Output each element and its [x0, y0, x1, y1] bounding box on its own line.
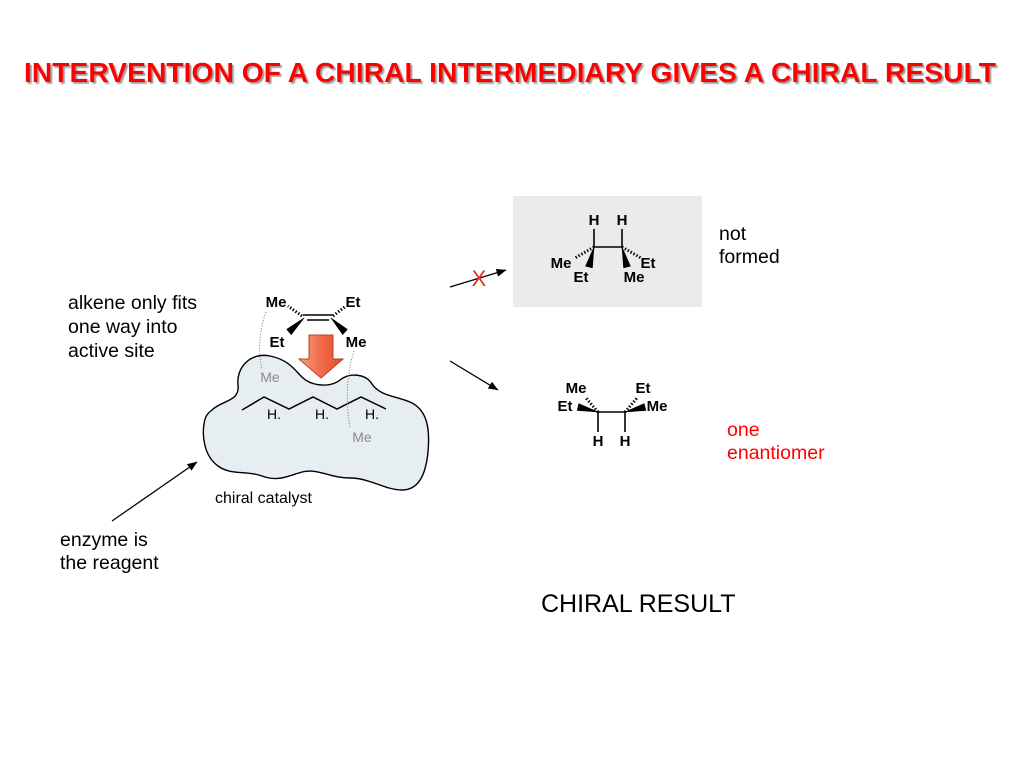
page-title: INTERVENTION OF A CHIRAL INTERMEDIARY GI… [24, 57, 996, 88]
alkene-bottom-left-group: Et [270, 334, 285, 351]
rejected-hashed-bond-right [621, 245, 642, 260]
active-site-chain [241, 396, 387, 411]
rejected-note-line-2: formed [719, 246, 780, 268]
alkene-bottom-right-group: Me [346, 334, 367, 351]
formed-left-hashed-group: Me [566, 380, 587, 397]
rejected-product-box [513, 196, 702, 307]
product-note-line-2: enantiomer [727, 442, 825, 464]
rejected-note-line-1: not [719, 223, 747, 245]
fit-note-line-1: alkene only fits [68, 292, 197, 314]
reagent-pointer-arrow [111, 461, 198, 522]
fit-guide-left [259, 311, 267, 371]
fit-note: alkene only fits one way into active sit… [68, 292, 197, 362]
alkene-top-left-group: Me [266, 294, 287, 311]
rejected-wedge-bond-left [585, 246, 595, 269]
alkene-wedge-bond-left [286, 317, 305, 336]
formed-h-right: H [620, 433, 631, 450]
alkene-top-right-group: Et [346, 294, 361, 311]
active-site-upper-group: Me [260, 369, 280, 385]
product-note-line-1: one [727, 419, 760, 441]
active-site-h-label-3: H. [365, 406, 379, 422]
formed-wedge-bond-right [624, 403, 647, 413]
active-site: H. H. H. Me Me chiral catalyst [202, 354, 430, 507]
rejected-right-wedge-group: Me [624, 269, 645, 286]
rejected-right-hashed-group: Et [641, 255, 656, 272]
formed-pathway-arrow [449, 360, 499, 391]
reagent-note-line-1: enzyme is [60, 529, 148, 551]
reagent-note: enzyme is the reagent [60, 529, 159, 574]
rejected-pathway: X H H Me Et Me Et not formed [449, 196, 780, 307]
reagent-note-line-2: the reagent [60, 552, 159, 574]
rejected-left-hashed-group: Me [551, 255, 572, 272]
blocked-x-icon: X [472, 266, 487, 291]
rejected-wedge-bond-right [621, 246, 631, 269]
rejected-pathway-arrow [449, 268, 507, 288]
conclusion-label: CHIRAL RESULT [541, 590, 735, 618]
down-arrow-icon [297, 334, 345, 379]
formed-h-left: H [593, 433, 604, 450]
rejected-h-right: H [617, 212, 628, 229]
enzyme-blob [202, 354, 430, 491]
rejected-left-wedge-group: Et [574, 269, 589, 286]
formed-right-wedge-group: Me [647, 398, 668, 415]
formed-wedge-bond-left [576, 403, 599, 413]
alkene-wedge-bond-right [330, 317, 348, 335]
active-site-h-label-1: H. [267, 406, 281, 422]
alkene-hashed-bond-right [332, 304, 347, 318]
formed-product-structure: Me Et Et Me H H [558, 380, 668, 450]
active-site-h-label-2: H. [315, 406, 329, 422]
alkene-structure: Me Et Et Me [266, 294, 367, 351]
formed-pathway: Me Et Et Me H H one enantiomer [449, 360, 825, 464]
rejected-h-left: H [589, 212, 600, 229]
fit-note-line-2: one way into [68, 316, 178, 338]
formed-right-hashed-group: Et [636, 380, 651, 397]
alkene-hashed-bond-left [287, 304, 303, 318]
fit-guide-right [346, 350, 355, 429]
formed-left-wedge-group: Et [558, 398, 573, 415]
active-site-lower-group: Me [352, 429, 372, 445]
rejected-hashed-bond-left [574, 245, 595, 260]
rejected-product-structure: H H Me Et Me Et [551, 212, 656, 286]
fit-note-line-3: active site [68, 340, 155, 362]
catalyst-label: chiral catalyst [215, 490, 312, 507]
